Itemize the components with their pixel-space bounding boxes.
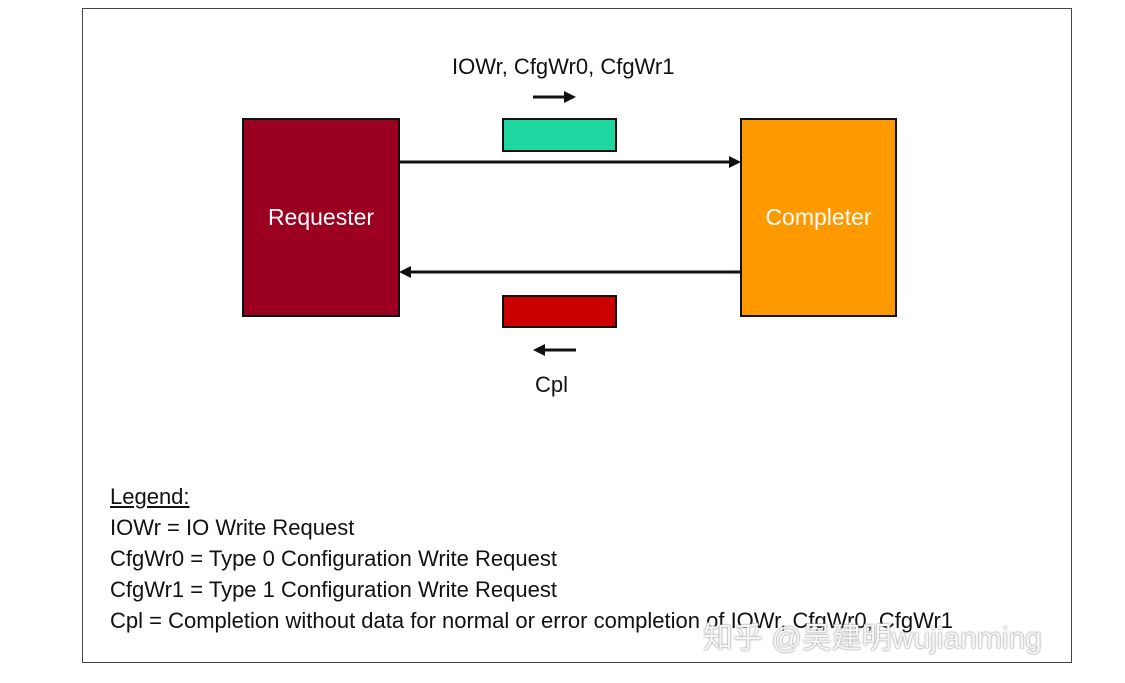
completion-packet: [502, 295, 617, 328]
direction-arrow-left-icon: [533, 344, 545, 356]
diagram-frame: [82, 8, 1072, 663]
request-arrowhead: [729, 156, 741, 168]
legend-line: IOWr = IO Write Request: [110, 515, 355, 540]
completion-arrowhead: [399, 266, 411, 278]
request-packet: [502, 118, 617, 152]
legend: Legend: IOWr = IO Write Request CfgWr0 =…: [110, 481, 953, 636]
completion-packet-label: Cpl: [535, 372, 569, 397]
legend-line: Cpl = Completion without data for normal…: [110, 608, 954, 633]
completer-box: Completer: [740, 118, 897, 317]
requester-box: Requester: [242, 118, 400, 317]
requester-label: Requester: [267, 204, 375, 230]
watermark: 知乎 @吴建明wujianming: [703, 622, 1042, 655]
legend-title: Legend:: [110, 484, 190, 509]
legend-line: CfgWr0 = Type 0 Configuration Write Requ…: [110, 546, 557, 571]
legend-line: CfgWr1 = Type 1 Configuration Write Requ…: [110, 577, 557, 602]
direction-arrow-right-icon: [564, 91, 576, 103]
request-packet-label: IOWr, CfgWr0, CfgWr1: [452, 54, 675, 79]
completer-label: Completer: [765, 204, 872, 230]
